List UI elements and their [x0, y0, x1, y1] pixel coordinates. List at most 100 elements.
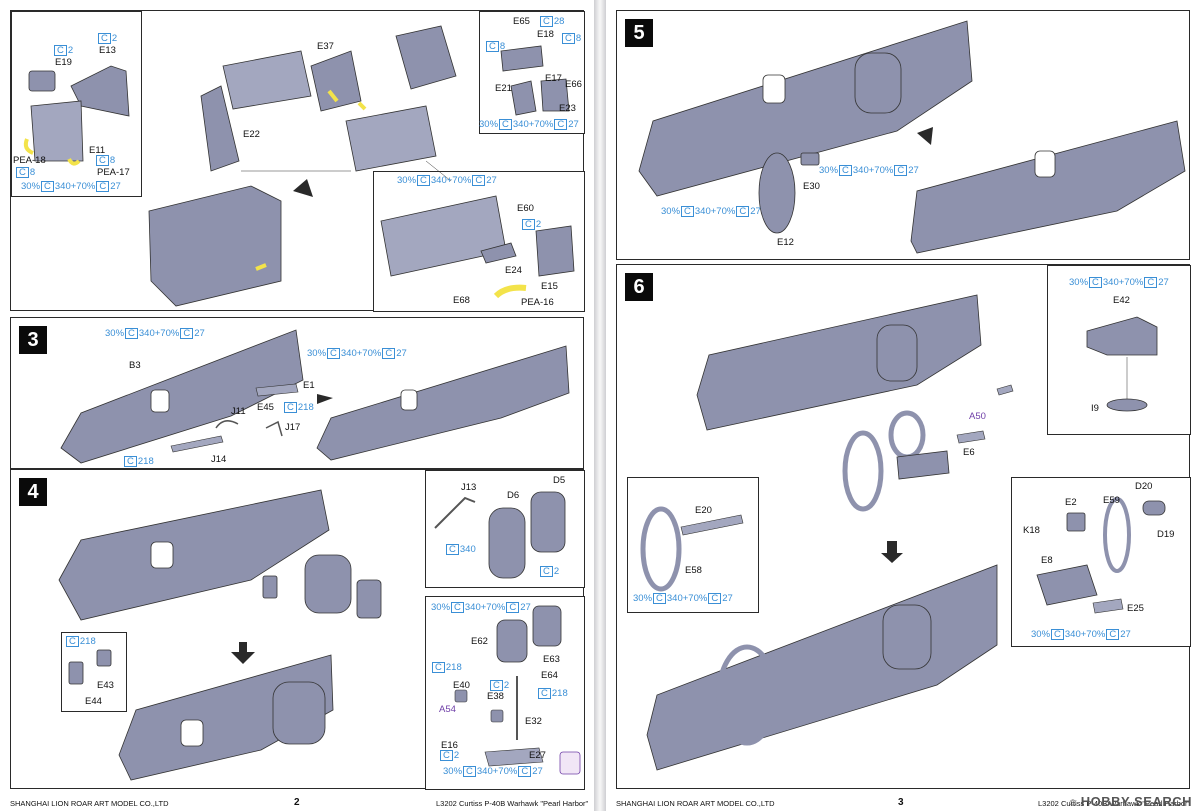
label-E1: E1 — [303, 380, 315, 391]
label-E63: E63 — [543, 654, 560, 665]
label-E45: E45 — [257, 402, 274, 413]
right-footer-title: L3202 Curtiss P-40B Warhawk "Pearl Harbo… — [1038, 799, 1191, 808]
label-PEA-16: PEA-16 — [521, 297, 554, 308]
step-3-number: 3 — [19, 326, 47, 354]
label-J13: J13 — [461, 482, 477, 493]
label-J17: J17 — [285, 422, 301, 433]
label-E42: E42 — [1113, 295, 1130, 306]
label-E17: E17 — [545, 73, 562, 84]
label-D5: D5 — [553, 475, 566, 486]
label-E22: E22 — [243, 129, 260, 140]
label-E19: E19 — [55, 57, 72, 68]
label-E8: E8 — [1041, 555, 1053, 566]
step-4-number: 4 — [19, 478, 47, 506]
step-4-drawing — [58, 489, 581, 781]
label-E64: E64 — [541, 670, 558, 681]
label-A50: A50 — [969, 411, 986, 422]
label-E32: E32 — [525, 716, 542, 727]
label-E30: E30 — [803, 181, 820, 192]
label-E38: E38 — [487, 691, 504, 702]
label-E68: E68 — [453, 295, 470, 306]
label-E21: E21 — [495, 83, 512, 94]
label-K18: K18 — [1023, 525, 1040, 536]
binding-gutter — [594, 0, 606, 811]
label-B3: B3 — [129, 360, 141, 371]
label-A54: A54 — [439, 704, 456, 715]
label-E62: E62 — [471, 636, 488, 647]
step-5-number: 5 — [625, 19, 653, 47]
label-E2: E2 — [1065, 497, 1077, 508]
step-6-inset-left — [627, 477, 759, 613]
label-E18: E18 — [537, 29, 554, 40]
label-PEA-18: PEA-18 — [13, 155, 46, 166]
step-3-drawing — [60, 329, 570, 464]
label-D20: D20 — [1135, 481, 1153, 492]
step-2-inset-top-right — [479, 11, 585, 134]
label-E43: E43 — [97, 680, 114, 691]
label-E20: E20 — [695, 505, 712, 516]
label-E6: E6 — [963, 447, 975, 458]
label-E12: E12 — [777, 237, 794, 248]
label-I9: I9 — [1091, 403, 1099, 414]
left-page: 2 — [0, 0, 594, 811]
label-J14: J14 — [211, 454, 227, 465]
step-4-panel: 4 — [10, 469, 585, 790]
step-6-drawing — [640, 294, 1166, 771]
label-E13: E13 — [99, 45, 116, 56]
label-E66: E66 — [565, 79, 582, 90]
step-5-drawing — [638, 20, 1186, 254]
label-E24: E24 — [505, 265, 522, 276]
label-E60: E60 — [517, 203, 534, 214]
right-page-number: 3 — [898, 797, 904, 808]
label-D6: D6 — [507, 490, 520, 501]
left-footer-title: L3202 Curtiss P-40B Warhawk "Pearl Harbo… — [436, 799, 589, 808]
label-E15: E15 — [541, 281, 558, 292]
left-footer-company: SHANGHAI LION ROAR ART MODEL CO.,LTD — [10, 799, 169, 808]
label-E25: E25 — [1127, 603, 1144, 614]
label-PEA-17: PEA-17 — [97, 167, 130, 178]
label-E23: E23 — [559, 103, 576, 114]
label-E65: E65 — [513, 16, 530, 27]
label-E40: E40 — [453, 680, 470, 691]
label-E44: E44 — [85, 696, 102, 707]
label-J11: J11 — [231, 406, 246, 417]
label-E27: E27 — [529, 750, 546, 761]
label-E11: E11 — [89, 145, 106, 156]
label-E59: E59 — [1103, 495, 1120, 506]
label-E16: E16 — [441, 740, 458, 751]
step-2-panel: 2 — [10, 10, 585, 312]
step-2-drawing — [23, 25, 575, 307]
